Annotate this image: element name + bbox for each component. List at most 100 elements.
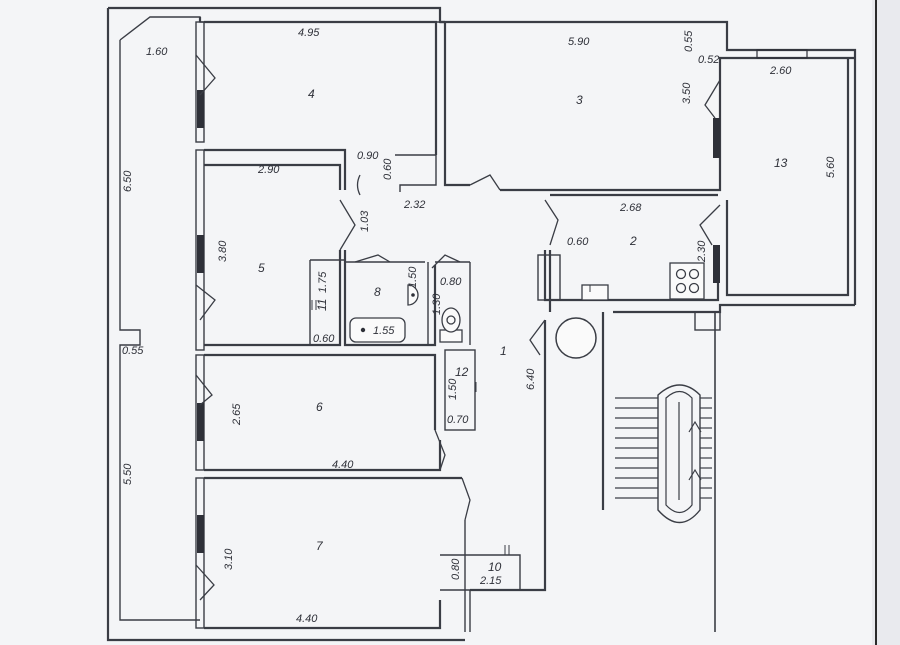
dim-label: 0.60 [382,158,394,180]
window-room4 [197,90,204,128]
room-number-8: 8 [374,285,381,299]
dim-label: 6.40 [525,368,537,390]
wall-room10 [440,554,521,590]
doors [195,54,721,601]
dim-label: 0.80 [450,558,462,580]
stair-arrow-up-lower [688,468,702,481]
dimension-labels: 1.60 4.95 5.90 0.55 0.52 2.60 3.50 6.50 … [122,27,837,625]
dim-label: 3.50 [681,82,693,104]
door-room6 [434,429,446,471]
room-numbers: 4 3 13 2 5 8 1 12 6 7 10 11 [258,87,788,574]
wall-room12 [444,349,476,431]
wall-room5-bottom [204,250,342,347]
wall-room4-right [204,20,438,155]
stove [669,262,705,300]
dim-label: 3.10 [223,548,235,570]
dim-label: 3.80 [217,240,229,262]
wall-closet-top [395,154,437,192]
dim-label: 2.32 [403,199,425,211]
dim-label: 1.55 [373,325,395,337]
door-room7 [461,477,471,521]
door-room3-outer [704,79,721,119]
dim-label: 4.40 [296,613,318,625]
wall-room5-top [204,163,342,190]
round-shaft [555,317,597,359]
outer-wall-left-bottom [106,8,465,642]
wall-room4-bottom [204,148,347,190]
wall-corridor-right [470,320,547,592]
dim-label: 0.70 [447,414,469,426]
outer-wall-inner-left [119,40,200,621]
dim-label: 1.75 [317,271,329,293]
dim-label: 5.90 [568,36,590,48]
staircase [615,384,712,524]
stair-arrow-up [688,420,702,433]
outer-walls [106,6,857,642]
door-room4-outer [195,54,216,96]
dim-label: 1.03 [359,210,371,232]
dim-label: 5.60 [825,156,837,178]
door-room8 [354,254,391,263]
window-room5 [197,235,204,273]
door-room7-outer [195,564,215,601]
room-number-3: 3 [576,93,583,107]
wall-room13-inner [725,58,850,297]
door-wc [431,254,461,269]
wall-room6-right [204,353,437,430]
room-number-4: 4 [308,87,315,101]
window-room13 [756,49,808,59]
dim-label: 5.50 [122,463,134,485]
dim-label: 4.40 [332,459,354,471]
dim-label: 1.60 [146,46,168,58]
stair-well [657,384,701,524]
dim-label: 0.55 [683,30,695,52]
room-number-12: 12 [455,365,469,379]
room-number-1: 1 [500,344,507,358]
room-number-6: 6 [316,400,323,414]
dim-label: 2.90 [257,164,280,176]
door-room2 [544,199,559,246]
wall-room7-bottom [204,600,442,630]
fixtures [311,262,705,555]
door-room4 [356,174,361,196]
door-room5-outer [195,284,216,321]
dim-label: 0.52 [698,54,719,66]
dim-label: 6.50 [122,170,134,192]
outer-wall-right-bottom [613,303,855,314]
wall-room4-left [195,21,205,143]
door-room3 [469,174,501,191]
windows [197,49,808,553]
window-room6 [197,403,204,441]
window-room2 [713,245,720,283]
window-room3 [713,118,720,158]
door-entry [529,319,546,356]
room-number-7: 7 [316,539,324,553]
room-number-11: 11 [315,299,329,311]
wall-room3-left [443,22,470,187]
kitchen-sink [581,284,609,301]
dim-label: 2.60 [769,65,792,77]
door-room6-outer [195,374,213,406]
outer-wall-top-right [440,20,857,305]
dim-label: 0.55 [122,345,144,357]
wall-bath-outline [343,250,437,347]
dim-label: 1.50 [407,266,419,288]
dim-label: 2.65 [231,403,243,426]
bathtub [349,317,406,343]
dim-label: 2.15 [479,575,502,587]
dim-label: 0.90 [357,150,379,162]
dim-label: 1.30 [431,293,443,315]
dim-label: 2.68 [619,202,642,214]
dim-label: 0.60 [313,333,335,345]
door-room2-outer [699,204,721,246]
room-number-2: 2 [629,234,637,248]
dim-label: 0.60 [567,236,589,248]
dim-label: 0.80 [440,276,462,288]
dim-label: 4.95 [298,27,320,39]
room-number-5: 5 [258,261,265,275]
room-number-10: 10 [488,560,502,574]
window-room7 [197,515,204,553]
dim-label: 1.50 [447,378,459,400]
